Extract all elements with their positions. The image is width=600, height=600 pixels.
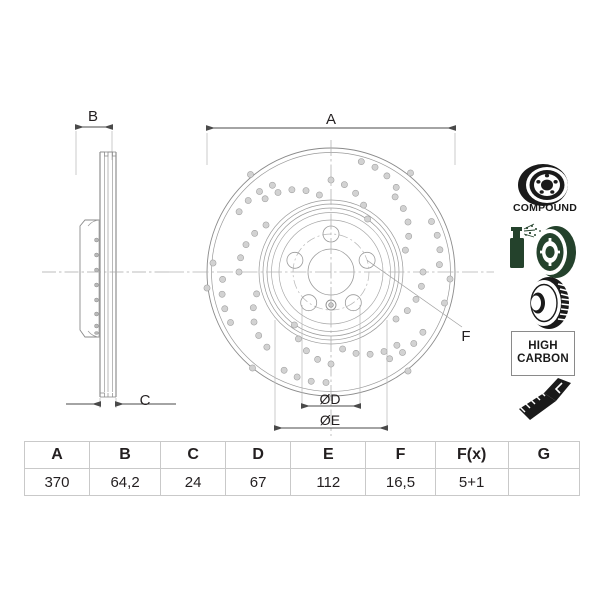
table-value-cell-a: 370 <box>24 468 90 496</box>
dimension-label-f: F <box>461 328 471 345</box>
table-header-cell-f: F <box>365 441 436 469</box>
table-header-cell-c: C <box>160 441 227 469</box>
table-value-cell-e: 112 <box>290 468 367 496</box>
high-carbon-line1: HIGH <box>528 340 558 352</box>
dimension-label-c: C <box>139 392 151 409</box>
side-profile-view <box>42 131 170 398</box>
table-header-cell-e: E <box>290 441 367 469</box>
drilled-holes <box>203 158 454 386</box>
disc-face-view <box>168 133 494 436</box>
vented-disc-icon <box>527 277 570 329</box>
compound-disc-icon <box>518 164 568 206</box>
table-header-cell-a: A <box>24 441 90 469</box>
table-header-cell-d: D <box>225 441 292 469</box>
table-header-cell-fx: F(x) <box>434 441 509 469</box>
table-value-cell-fx: 5+1 <box>434 468 509 496</box>
table-value-cell-c: 24 <box>160 468 227 496</box>
compound-label: COMPOUND <box>512 202 577 214</box>
f-leader-line <box>366 259 463 328</box>
high-carbon-badge-box <box>511 331 575 376</box>
high-carbon-line2: CARBON <box>517 352 569 365</box>
dimension-label-e: ØE <box>319 412 341 428</box>
table-value-cell-d: 67 <box>225 468 292 496</box>
dimension-label-a: A <box>325 111 336 128</box>
table-value-cell-g <box>507 468 581 496</box>
table-value-cell-b: 64,2 <box>88 468 162 496</box>
table-header-cell-g: G <box>507 441 581 469</box>
screw-icon <box>518 378 571 420</box>
table-header-cell-b: B <box>88 441 162 469</box>
table-value-cell-f: 16,5 <box>365 468 436 496</box>
high-carbon-label: HIGH CARBON <box>511 340 575 366</box>
dimension-label-b: B <box>87 108 98 125</box>
dimension-label-d: ØD <box>319 391 341 407</box>
dimension-C <box>66 398 176 408</box>
coated-disc-spray-icon <box>510 223 576 278</box>
